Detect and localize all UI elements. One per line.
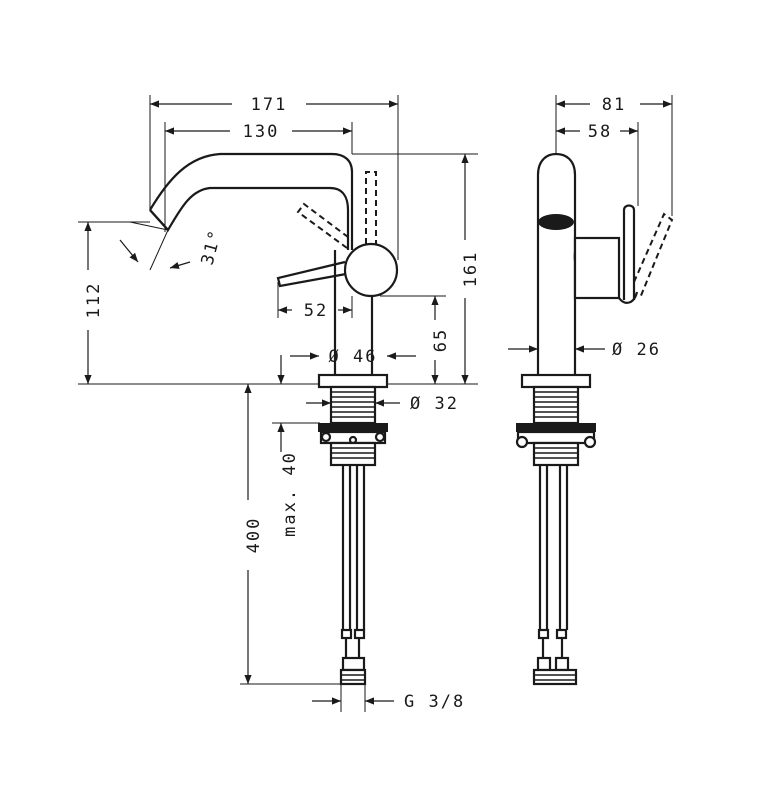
- dimension-lines: [78, 95, 673, 712]
- dim-171: 171: [251, 95, 288, 115]
- front-base-plate: [317, 373, 389, 389]
- side-hoses: [532, 465, 578, 686]
- side-base-plate: [520, 373, 592, 389]
- front-spout: [149, 152, 354, 250]
- front-lever-dashed-up: [365, 171, 377, 244]
- side-body: [536, 152, 577, 375]
- dim-58: 58: [588, 122, 612, 142]
- dim-46: Ø 46: [329, 347, 378, 367]
- dim-65: 65: [431, 328, 451, 352]
- front-fixing-nut: [318, 423, 388, 432]
- dim-max-40: max. 40: [280, 451, 300, 537]
- front-view: [149, 152, 399, 686]
- dim-400: 400: [244, 517, 264, 554]
- front-lever-dashed-alt: [296, 202, 353, 249]
- dim-81: 81: [602, 95, 626, 115]
- dim-32: Ø 32: [410, 394, 459, 414]
- front-shank-threads: [331, 391, 375, 418]
- side-aerator: [538, 214, 574, 230]
- side-lever: [622, 204, 636, 300]
- dim-g-3-8: G 3/8: [404, 692, 465, 712]
- front-lever-knob: [343, 242, 399, 298]
- dim-161: 161: [461, 251, 481, 288]
- dim-26: Ø 26: [612, 340, 661, 360]
- side-fixing-nut: [516, 423, 596, 432]
- dim-112: 112: [84, 282, 104, 319]
- dim-130: 130: [243, 122, 280, 142]
- side-view: [515, 152, 674, 686]
- front-lever: [276, 260, 347, 288]
- front-body: [333, 250, 374, 375]
- front-hoses: [339, 465, 367, 686]
- side-shank-threads: [534, 391, 578, 418]
- dim-52: 52: [304, 301, 328, 321]
- dim-31-degree: 31°: [198, 227, 227, 268]
- side-lever-dashed: [633, 212, 674, 299]
- side-lever-hub: [573, 236, 621, 300]
